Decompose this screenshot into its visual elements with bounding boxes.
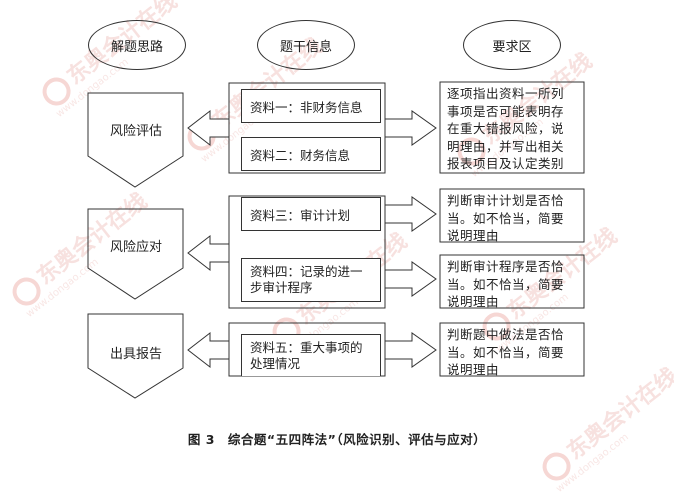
header-ellipse-information: 题干信息 [257,20,355,70]
arrow-left-3 [187,331,230,369]
step-label-report: 出具报告 [109,347,162,362]
pentagon-risk-response [87,208,184,300]
material-5-text-line1: 资料五：重大事项的 [250,339,363,355]
requirement-1-line: 逐项指出资料一所列 [447,86,565,101]
material-4-text-line2: 步审计程序 [250,280,313,295]
arrow-left-1 [187,109,230,147]
material-3-text: 资料三：审计计划 [250,207,351,223]
arrow-left-2 [187,234,230,272]
material-box-1: 资料一：非财务信息 [241,89,381,123]
figure-caption: 图 3 综合题“五四阵法”（风险识别、评估与应对） [187,432,487,447]
requirement-text-4: 判断题中做法是否恰 当。如不恰当，简要 说明理由 [440,323,584,377]
requirement-4-line: 当。如不恰当，简要 [447,344,565,360]
requirement-3-line: 说明理由 [447,294,500,309]
requirement-4-line: 说明理由 [447,362,500,377]
requirement-text-3: 判断审计程序是否恰 当。如不恰当，简要 说明理由 [440,255,584,309]
header-ellipse-approach: 解题思路 [88,20,186,70]
material-2-text: 资料二：财务信息 [250,147,351,163]
material-box-4: 资料四：记录的进一 步审计程序 [241,258,381,302]
step-label-risk-response: 风险应对 [109,240,162,255]
requirement-2-line: 当。如不恰当，简要 [447,210,565,226]
requirement-1-line: 明理由，并写出相关 [447,138,565,154]
pentagon-risk-assessment [87,92,184,188]
requirement-text-1: 逐项指出资料一所列 事项是否可能表明存 在重大错报风险，说 明理由，并写出相关 … [440,82,584,173]
pentagon-report [87,313,184,399]
step-label-risk-assessment: 风险评估 [109,124,162,139]
requirement-3-line: 当。如不恰当，简要 [447,276,565,292]
arrow-right-2 [384,196,437,232]
header-information-label: 题干信息 [279,39,332,55]
requirement-3-line: 判断审计程序是否恰 [447,259,565,274]
requirement-box-1 [439,81,585,174]
arrow-right-1 [384,110,437,146]
material-box-5: 资料五：重大事项的 处理情况 [241,334,381,376]
arrow-right-4 [384,332,437,368]
requirement-1-line: 事项是否可能表明存 [447,103,565,119]
requirement-4-line: 判断题中做法是否恰 [447,327,565,342]
requirement-box-2 [439,188,585,243]
header-approach-label: 解题思路 [110,39,163,55]
requirement-box-3 [439,254,585,309]
requirement-box-4 [439,322,585,377]
requirement-text-2: 判断审计计划是否恰 当。如不恰当，简要 说明理由 [440,189,584,243]
requirement-1-line: 报表项目及认定类别 [447,156,565,171]
header-requirements-label: 要求区 [492,39,532,55]
diagram-shapes [87,81,585,399]
requirement-2-line: 判断审计计划是否恰 [447,193,565,208]
requirement-1-line: 在重大错报风险，说 [447,121,565,136]
header-ellipse-requirements: 要求区 [463,20,561,70]
arrow-right-3 [384,261,437,297]
material-box-2: 资料二：财务信息 [241,137,381,171]
material-5-text-line2: 处理情况 [250,355,301,371]
material-box-3: 资料三：审计计划 [241,197,381,231]
material-1-text: 资料一：非财务信息 [250,99,363,115]
material-4-text-line1: 资料四：记录的进一 [250,264,363,279]
requirement-2-line: 说明理由 [447,228,500,243]
